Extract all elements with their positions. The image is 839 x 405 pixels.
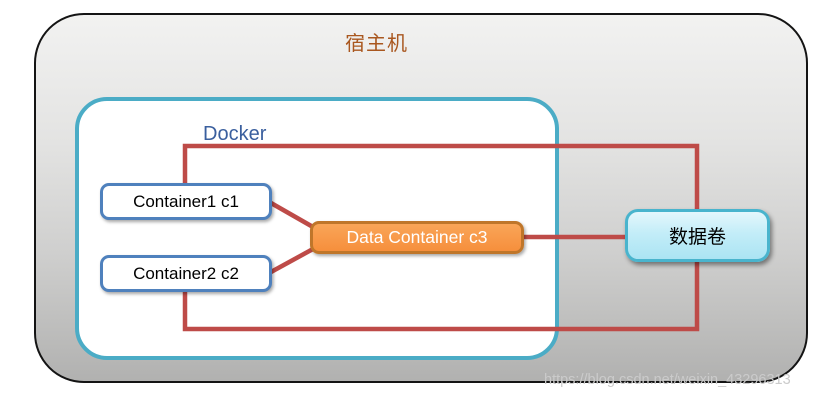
- docker-label: Docker: [203, 123, 267, 145]
- container2-box: Container2 c2: [100, 255, 272, 292]
- container2-label: Container2 c2: [133, 263, 239, 283]
- container1-label: Container1 c1: [133, 191, 239, 211]
- data-container-c3-label: Data Container c3: [346, 227, 488, 247]
- data-volume-box: 数据卷: [625, 209, 770, 262]
- data-volume-label: 数据卷: [668, 227, 726, 248]
- host-machine-label: 宿主机: [345, 33, 408, 55]
- container1-box: Container1 c1: [100, 183, 272, 220]
- data-container-c3-box: Data Container c3: [310, 221, 524, 254]
- watermark: https://blog.csdn.net/weixin_43296313: [544, 372, 791, 388]
